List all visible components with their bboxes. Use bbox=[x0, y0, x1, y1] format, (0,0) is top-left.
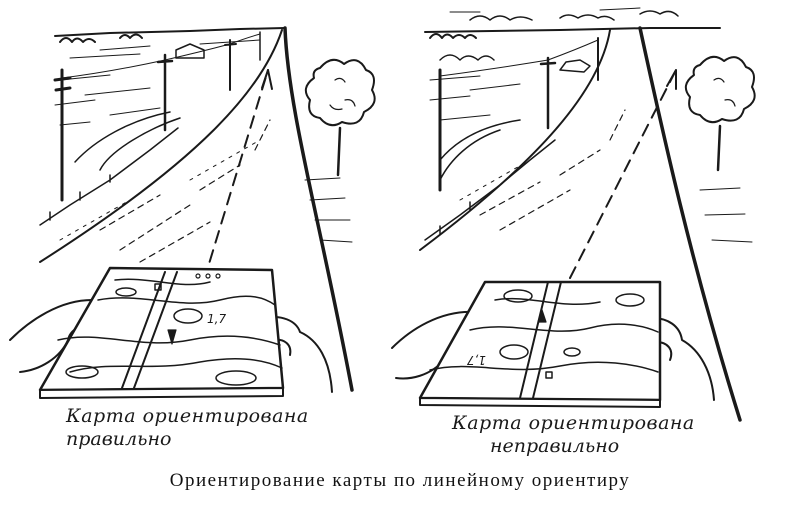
right-label-line1: Карта ориентирована bbox=[452, 412, 695, 434]
left-label-line2: правильно bbox=[66, 428, 172, 450]
right-label-line2: неправильно bbox=[490, 435, 620, 457]
left-landscape bbox=[39, 26, 376, 392]
left-map-height-mark: 1,7 bbox=[207, 312, 226, 326]
right-hand-right bbox=[651, 317, 715, 401]
right-landscape bbox=[419, 7, 756, 422]
figure-caption: Ориентирование карты по линейному ориент… bbox=[169, 470, 631, 491]
left-map bbox=[38, 266, 285, 399]
right-map bbox=[418, 280, 662, 408]
right-map-height-mark: 1,7 bbox=[467, 353, 486, 367]
left-label-line1: Карта ориентирована bbox=[66, 405, 309, 427]
illustration: 1,7 bbox=[9, 7, 756, 422]
